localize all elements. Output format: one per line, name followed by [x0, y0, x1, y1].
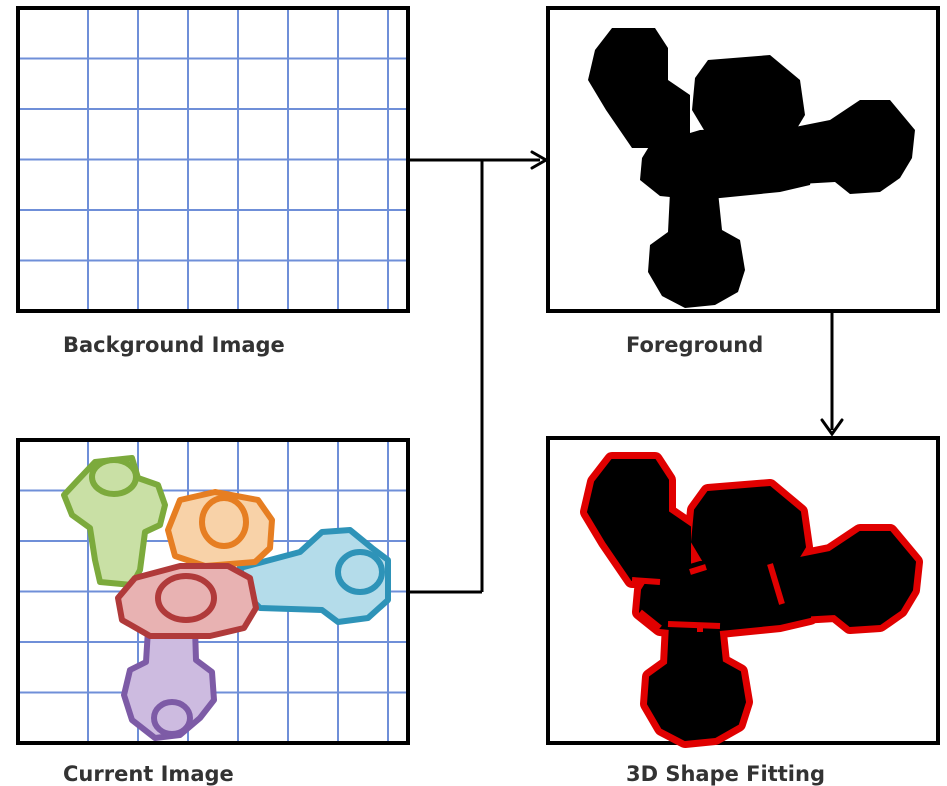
orange-object [165, 489, 275, 569]
foreground-label: Foreground [626, 333, 763, 357]
arrowhead-to-foreground [530, 150, 550, 170]
current-image-panel: Current Image [16, 438, 410, 786]
connectors [408, 158, 834, 594]
background-image-label: Background Image [63, 333, 285, 357]
fitting-panel: 3D Shape Fitting [546, 436, 940, 786]
background-grid [20, 10, 406, 309]
purple-object [121, 625, 217, 741]
arrowhead-to-fitting [820, 418, 844, 437]
current-image-label: Current Image [63, 762, 234, 786]
fitted-shapes [588, 460, 915, 740]
cyan-object [237, 527, 391, 625]
background-image-panel: Background Image [16, 6, 410, 357]
foreground-panel: Foreground [546, 6, 940, 357]
fitting-label: 3D Shape Fitting [626, 762, 825, 786]
red-object [115, 563, 259, 639]
arrowheads [530, 150, 844, 437]
